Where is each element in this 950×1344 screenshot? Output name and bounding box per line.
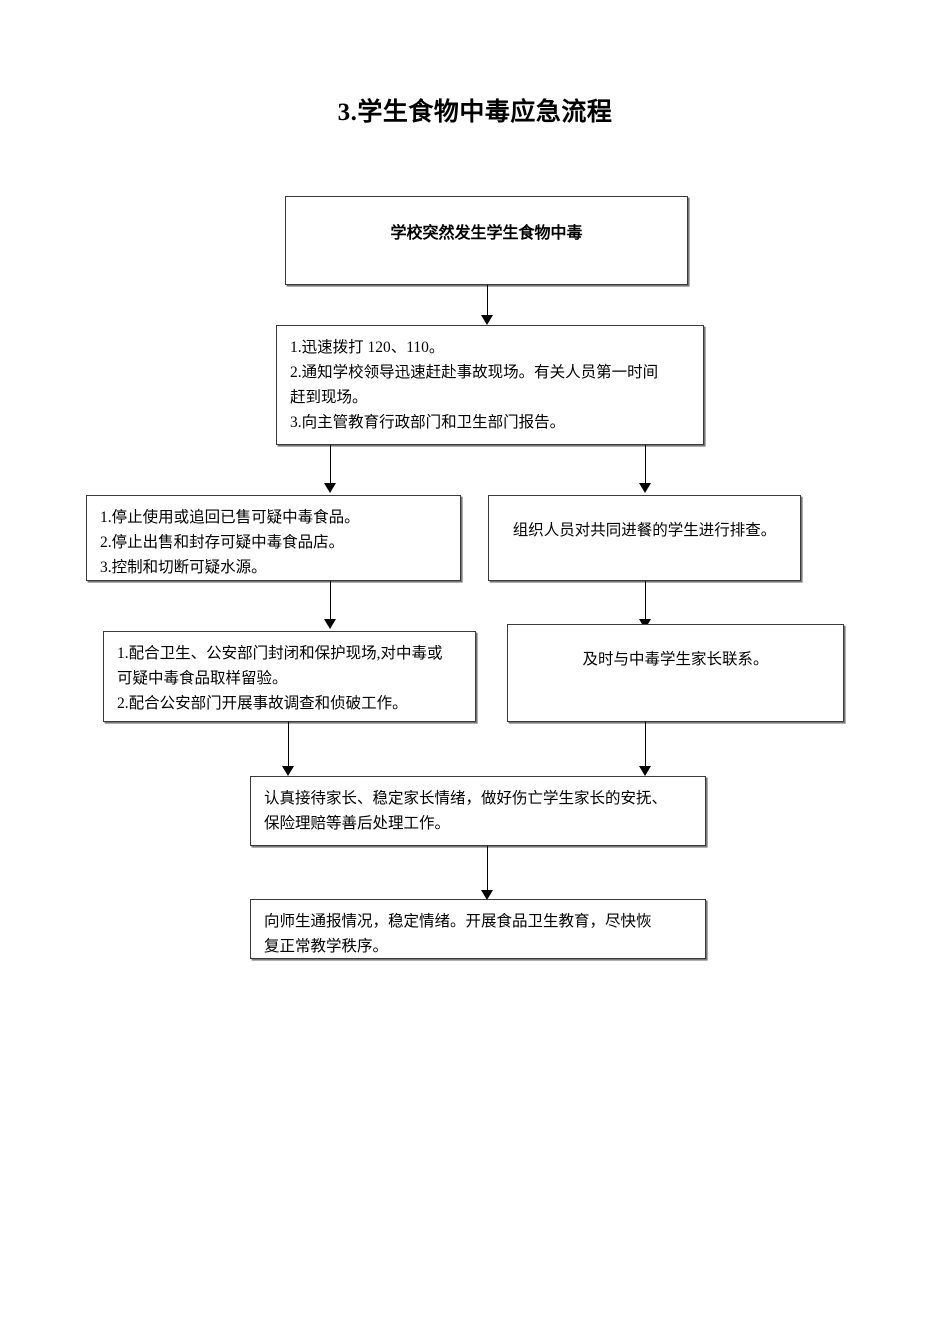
- node-immediate-response-body: 1.迅速拨打 120、110。 2.通知学校领导迅速赶赴事故现场。有关人员第一时…: [277, 326, 703, 441]
- node-text-line: 2.配合公安部门开展事故调查和侦破工作。: [117, 695, 408, 713]
- node-text-line: 2.停止出售和封存可疑中毒食品店。: [100, 534, 345, 552]
- node-text-line: 2.通知学校领导迅速赶赴事故现场。有关人员第一时间: [290, 364, 659, 382]
- node-screen-diners[interactable]: 组织人员对共同进餐的学生进行排查。: [488, 495, 801, 581]
- edge-n4-n6-line: [645, 581, 646, 622]
- page-title: 3.学生食物中毒应急流程: [337, 99, 613, 126]
- node-contact-parents[interactable]: 及时与中毒学生家长联系。: [507, 624, 844, 722]
- node-text-line: 3.向主管教育行政部门和卫生部门报告。: [290, 414, 566, 432]
- node-text-line: 复正常教学秩序。: [264, 938, 389, 956]
- edge-n7-n8-arrowhead: [481, 890, 493, 900]
- node-text-line: 可疑中毒食品取样留验。: [117, 670, 288, 688]
- edge-n2-n4-arrowhead: [639, 483, 651, 493]
- node-text-line: 1.停止使用或追回已售可疑中毒食品。: [100, 509, 360, 526]
- edge-n5-n7-arrowhead: [282, 766, 294, 776]
- edge-n2-n4-line: [645, 445, 646, 486]
- node-cooperate-investigation[interactable]: 1.配合卫生、公安部门封闭和保护现场,对中毒或 可疑中毒食品取样留验。 2.配合…: [103, 631, 476, 722]
- node-contact-parents-body: 及时与中毒学生家长联系。: [508, 625, 843, 678]
- node-report-and-restore-body: 向师生通报情况，稳定情绪。开展食品卫生教育，尽快恢 复正常教学秩序。: [251, 900, 705, 965]
- node-text-line: 及时与中毒学生家长联系。: [582, 651, 769, 668]
- edge-n6-n7-line: [645, 722, 646, 769]
- edge-n2-n3-line: [330, 445, 331, 486]
- node-parent-aftercare-body: 认真接待家长、稳定家长情绪，做好伤亡学生家长的安抚、 保险理赔等善后处理工作。: [251, 777, 705, 842]
- node-food-control-measures[interactable]: 1.停止使用或追回已售可疑中毒食品。 2.停止出售和封存可疑中毒食品店。 3.控…: [86, 495, 461, 581]
- node-immediate-response[interactable]: 1.迅速拨打 120、110。 2.通知学校领导迅速赶赴事故现场。有关人员第一时…: [276, 325, 704, 445]
- node-incident-trigger[interactable]: 学校突然发生学生食物中毒: [285, 196, 688, 285]
- edge-n6-n7-arrowhead: [639, 766, 651, 776]
- node-text-line: 学校突然发生学生食物中毒: [390, 225, 583, 242]
- node-text-line: 认真接待家长、稳定家长情绪，做好伤亡学生家长的安抚、: [264, 790, 668, 807]
- node-text-line: 向师生通报情况，稳定情绪。开展食品卫生教育，尽快恢: [264, 913, 652, 930]
- node-text-line: 3.控制和切断可疑水源。: [100, 559, 267, 577]
- node-cooperate-investigation-body: 1.配合卫生、公安部门封闭和保护现场,对中毒或 可疑中毒食品取样留验。 2.配合…: [104, 632, 475, 722]
- edge-n5-n7-line: [288, 722, 289, 769]
- node-text-line: 保险理赔等善后处理工作。: [264, 815, 451, 833]
- node-text-line: 1.迅速拨打 120、110。: [290, 339, 445, 356]
- node-incident-trigger-body: 学校突然发生学生食物中毒: [286, 197, 687, 253]
- node-text-line: 赶到现场。: [290, 389, 368, 407]
- edge-n3-n5-line: [330, 581, 331, 622]
- edge-n3-n5-arrowhead: [324, 619, 336, 629]
- edge-n1-n2-line: [487, 285, 488, 319]
- edge-n1-n2-arrowhead: [481, 315, 493, 325]
- node-report-and-restore[interactable]: 向师生通报情况，稳定情绪。开展食品卫生教育，尽快恢 复正常教学秩序。: [250, 899, 706, 959]
- edge-n7-n8-line: [487, 846, 488, 893]
- node-parent-aftercare[interactable]: 认真接待家长、稳定家长情绪，做好伤亡学生家长的安抚、 保险理赔等善后处理工作。: [250, 776, 706, 846]
- node-screen-diners-body: 组织人员对共同进餐的学生进行排查。: [489, 496, 800, 549]
- node-food-control-measures-body: 1.停止使用或追回已售可疑中毒食品。 2.停止出售和封存可疑中毒食品店。 3.控…: [87, 496, 460, 586]
- node-text-line: 1.配合卫生、公安部门封闭和保护现场,对中毒或: [117, 645, 443, 662]
- edge-n2-n3-arrowhead: [324, 483, 336, 493]
- node-text-line: 组织人员对共同进餐的学生进行排查。: [512, 522, 777, 539]
